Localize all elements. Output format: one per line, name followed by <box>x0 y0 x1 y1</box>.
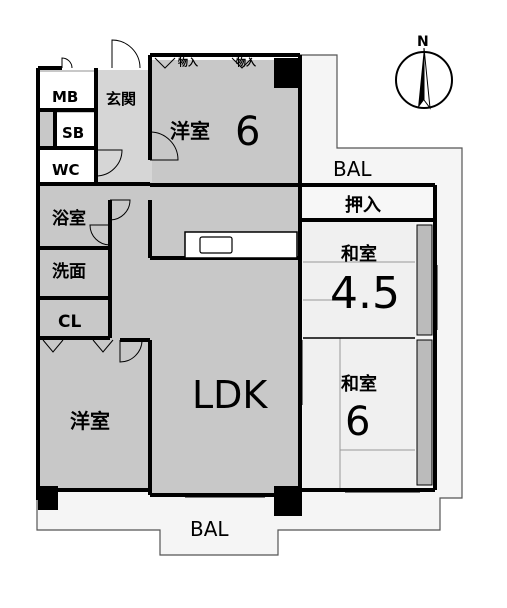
label-youshitsu-top: 洋室 <box>170 119 210 143</box>
pillar-bottom-left <box>38 486 58 510</box>
floor-bottom-left <box>40 338 150 490</box>
door-swings <box>61 39 179 363</box>
label-bal-bottom: BAL <box>190 517 229 541</box>
washitsu-bottom-floor <box>303 338 415 488</box>
label-wc: WC <box>52 161 80 179</box>
label-ldk: LDK <box>192 373 268 417</box>
label-washitsu-bottom-size: 6 <box>345 399 370 445</box>
compass-arrow-dark <box>418 48 424 108</box>
label-monoire-2: 物入 <box>236 56 256 69</box>
label-sb: SB <box>62 124 84 142</box>
compass: N <box>395 34 453 110</box>
label-washitsu-top-size: 4.5 <box>330 268 400 319</box>
wc-room <box>40 150 95 182</box>
tatami-seams <box>303 261 415 488</box>
pillar-top-right <box>274 58 300 88</box>
label-monoire-1: 物入 <box>178 56 198 69</box>
label-youshitsu-bottom: 洋室 <box>70 409 110 433</box>
pillar-bottom-right <box>274 486 302 516</box>
sb-room <box>55 113 95 147</box>
label-yokushitsu: 浴室 <box>52 208 86 229</box>
compass-arrow-light <box>423 47 431 110</box>
label-washitsu-bottom: 和室 <box>341 373 377 395</box>
tokonoma-strip-bottom <box>416 339 433 486</box>
label-bal-right: BAL <box>333 157 372 181</box>
label-genkan: 玄関 <box>106 90 136 108</box>
label-cl: CL <box>58 312 81 332</box>
walls <box>36 53 437 500</box>
tokonoma-strip-top <box>416 224 433 336</box>
mb-room <box>40 72 95 110</box>
label-washitsu-top: 和室 <box>341 243 377 265</box>
label-youshitsu-top-size: 6 <box>235 109 260 155</box>
closet-door-marks <box>42 57 253 353</box>
label-oshiire: 押入 <box>345 194 381 216</box>
label-senmen: 洗面 <box>52 261 86 282</box>
oshiire-floor <box>303 186 433 219</box>
washitsu-top-floor <box>303 222 415 337</box>
windows <box>80 265 438 498</box>
compass-label: N <box>417 34 429 50</box>
floor-genkan <box>96 70 152 182</box>
kitchen-sink <box>199 236 233 254</box>
label-mb: MB <box>52 88 78 106</box>
